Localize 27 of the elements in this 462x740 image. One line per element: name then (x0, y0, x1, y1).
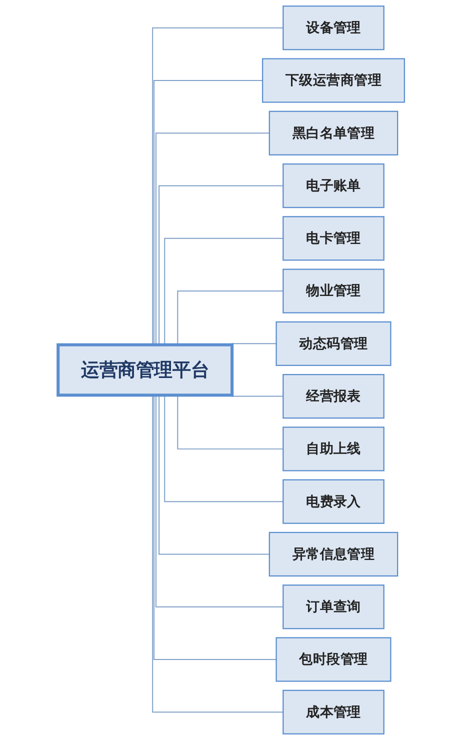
connector (152, 394, 284, 713)
connector (176, 394, 284, 450)
connector (158, 394, 270, 555)
connector (158, 185, 284, 346)
node-box: 电卡管理 (282, 216, 384, 261)
connector (164, 394, 284, 502)
connector (155, 132, 270, 346)
node-box: 动态码管理 (275, 321, 391, 366)
node-box: 运营商管理平台 (56, 343, 234, 397)
node-box: 订单查询 (282, 584, 384, 630)
node-box: 经营报表 (282, 374, 384, 419)
node-box: 设备管理 (282, 6, 384, 50)
connector (152, 27, 284, 346)
node-box: 下级运营商管理 (262, 58, 405, 103)
node-box: 自助上线 (282, 426, 384, 472)
connector (164, 238, 284, 346)
connector (176, 290, 284, 346)
node-box: 异常信息管理 (268, 532, 398, 577)
node-box: 电费录入 (282, 479, 384, 524)
node-box: 黑白名单管理 (268, 110, 398, 156)
node-box: 包时段管理 (275, 637, 391, 682)
node-box: 物业管理 (282, 268, 384, 314)
connector (153, 394, 276, 660)
node-box: 电子账单 (282, 163, 384, 208)
connector (153, 80, 263, 346)
node-box: 成本管理 (282, 690, 384, 734)
connector (155, 394, 284, 608)
